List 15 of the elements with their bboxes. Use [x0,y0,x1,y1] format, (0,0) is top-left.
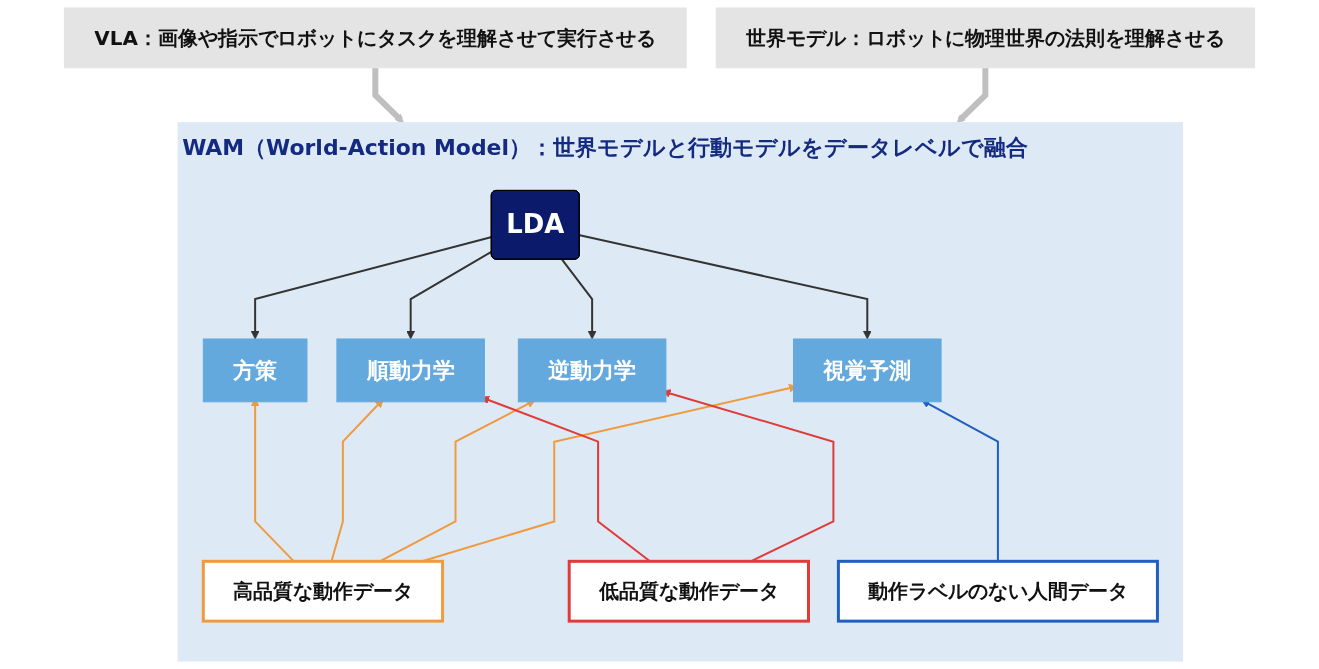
arrow [956,67,989,124]
node-box: 視覚予測 [793,338,942,403]
arrow [561,258,597,340]
node-box: 高品質な動作データ [201,559,445,623]
node-box: 動作ラベルのない人間データ [836,559,1159,623]
arrow [250,236,493,340]
node-box: VLA：画像や指示でロボットにタスクを理解させて実行させる [63,7,687,69]
arrow [578,234,872,340]
node-box: 順動力学 [336,338,485,403]
arrow [372,67,404,124]
arrow [406,250,493,340]
node-box: 逆動力学 [517,338,667,403]
node-box: 低品質な動作データ [567,559,810,623]
node-box: 世界モデル：ロボットに物理世界の法則を理解させる [715,7,1256,69]
node-box: 方策 [202,338,308,403]
